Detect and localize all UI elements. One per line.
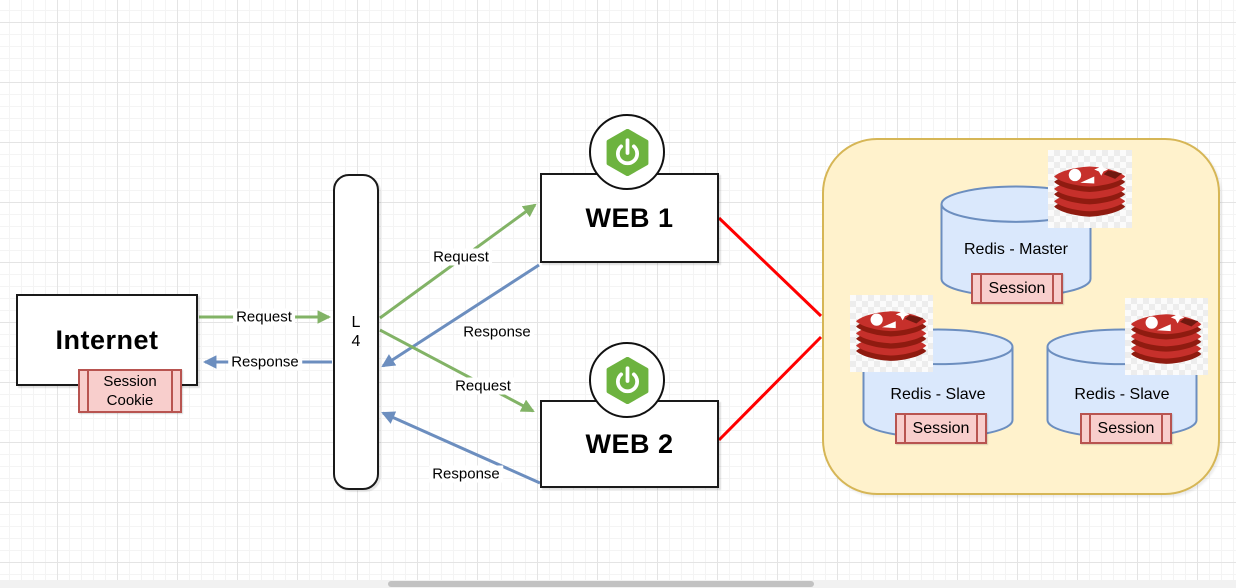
process-bar-right: [1161, 415, 1163, 442]
edge-label-request-internet: Request: [233, 308, 295, 326]
edge-label-response-internet: Response: [228, 353, 302, 371]
edge-label-request-web2: Request: [452, 377, 514, 395]
web2-node: WEB 2: [540, 400, 719, 488]
redis-icon: [1048, 150, 1132, 228]
session-label: Session: [912, 419, 970, 437]
process-bar-right: [1052, 275, 1054, 302]
redis-icon: [1125, 298, 1208, 375]
response-arrow-web1-to-l4: [381, 263, 540, 368]
request-arrow-l4-to-web2: [379, 328, 535, 413]
process-bar-left: [1089, 415, 1091, 442]
l4-load-balancer-node: L 4: [333, 174, 379, 490]
process-bar-left: [87, 371, 89, 411]
web2-spring-circle: [589, 342, 665, 418]
web1-spring-circle: [589, 114, 665, 190]
redis-slave-left-session-badge: Session: [895, 413, 987, 444]
redis-icon: [850, 295, 933, 372]
redis-slave-right-session-badge: Session: [1080, 413, 1172, 444]
session-cookie-line1: Session: [103, 373, 157, 390]
l4-label-line1: L: [351, 314, 361, 331]
edge-label-response-web2: Response: [429, 465, 503, 483]
internet-label: Internet: [55, 324, 159, 355]
process-bar-left: [904, 415, 906, 442]
process-bar-right: [171, 371, 173, 411]
redis-icon-glyph: [856, 308, 927, 361]
response-arrow-web2-to-l4: [381, 411, 541, 485]
session-label: Session: [1097, 419, 1155, 437]
session-cookie-badge: Session Cookie: [78, 369, 182, 413]
session-label: Session: [988, 279, 1046, 297]
edge-label-request-web1: Request: [430, 248, 492, 266]
web1-label: WEB 1: [585, 202, 674, 233]
process-bar-left: [980, 275, 982, 302]
redis-link-web1: [717, 216, 823, 318]
process-bar-right: [976, 415, 978, 442]
web2-label: WEB 2: [585, 428, 674, 459]
horizontal-scrollbar-track[interactable]: [0, 580, 1236, 588]
redis-slave-right-label: Redis - Slave: [1074, 386, 1170, 403]
l4-label-line2: 4: [351, 333, 361, 350]
spring-boot-icon: [606, 128, 648, 176]
redis-icon-glyph: [1054, 163, 1126, 217]
horizontal-scrollbar-thumb[interactable]: [388, 581, 814, 587]
redis-master-label: Redis - Master: [963, 241, 1069, 258]
redis-slave-left-label: Redis - Slave: [890, 386, 986, 403]
session-cookie-line2: Cookie: [106, 392, 154, 409]
internet-node: Internet: [16, 294, 198, 386]
redis-master-session-badge: Session: [971, 273, 1063, 304]
redis-link-web2: [717, 335, 823, 442]
edge-label-response-web1: Response: [460, 323, 534, 341]
spring-boot-icon: [606, 356, 648, 404]
redis-icon-glyph: [1131, 311, 1202, 364]
